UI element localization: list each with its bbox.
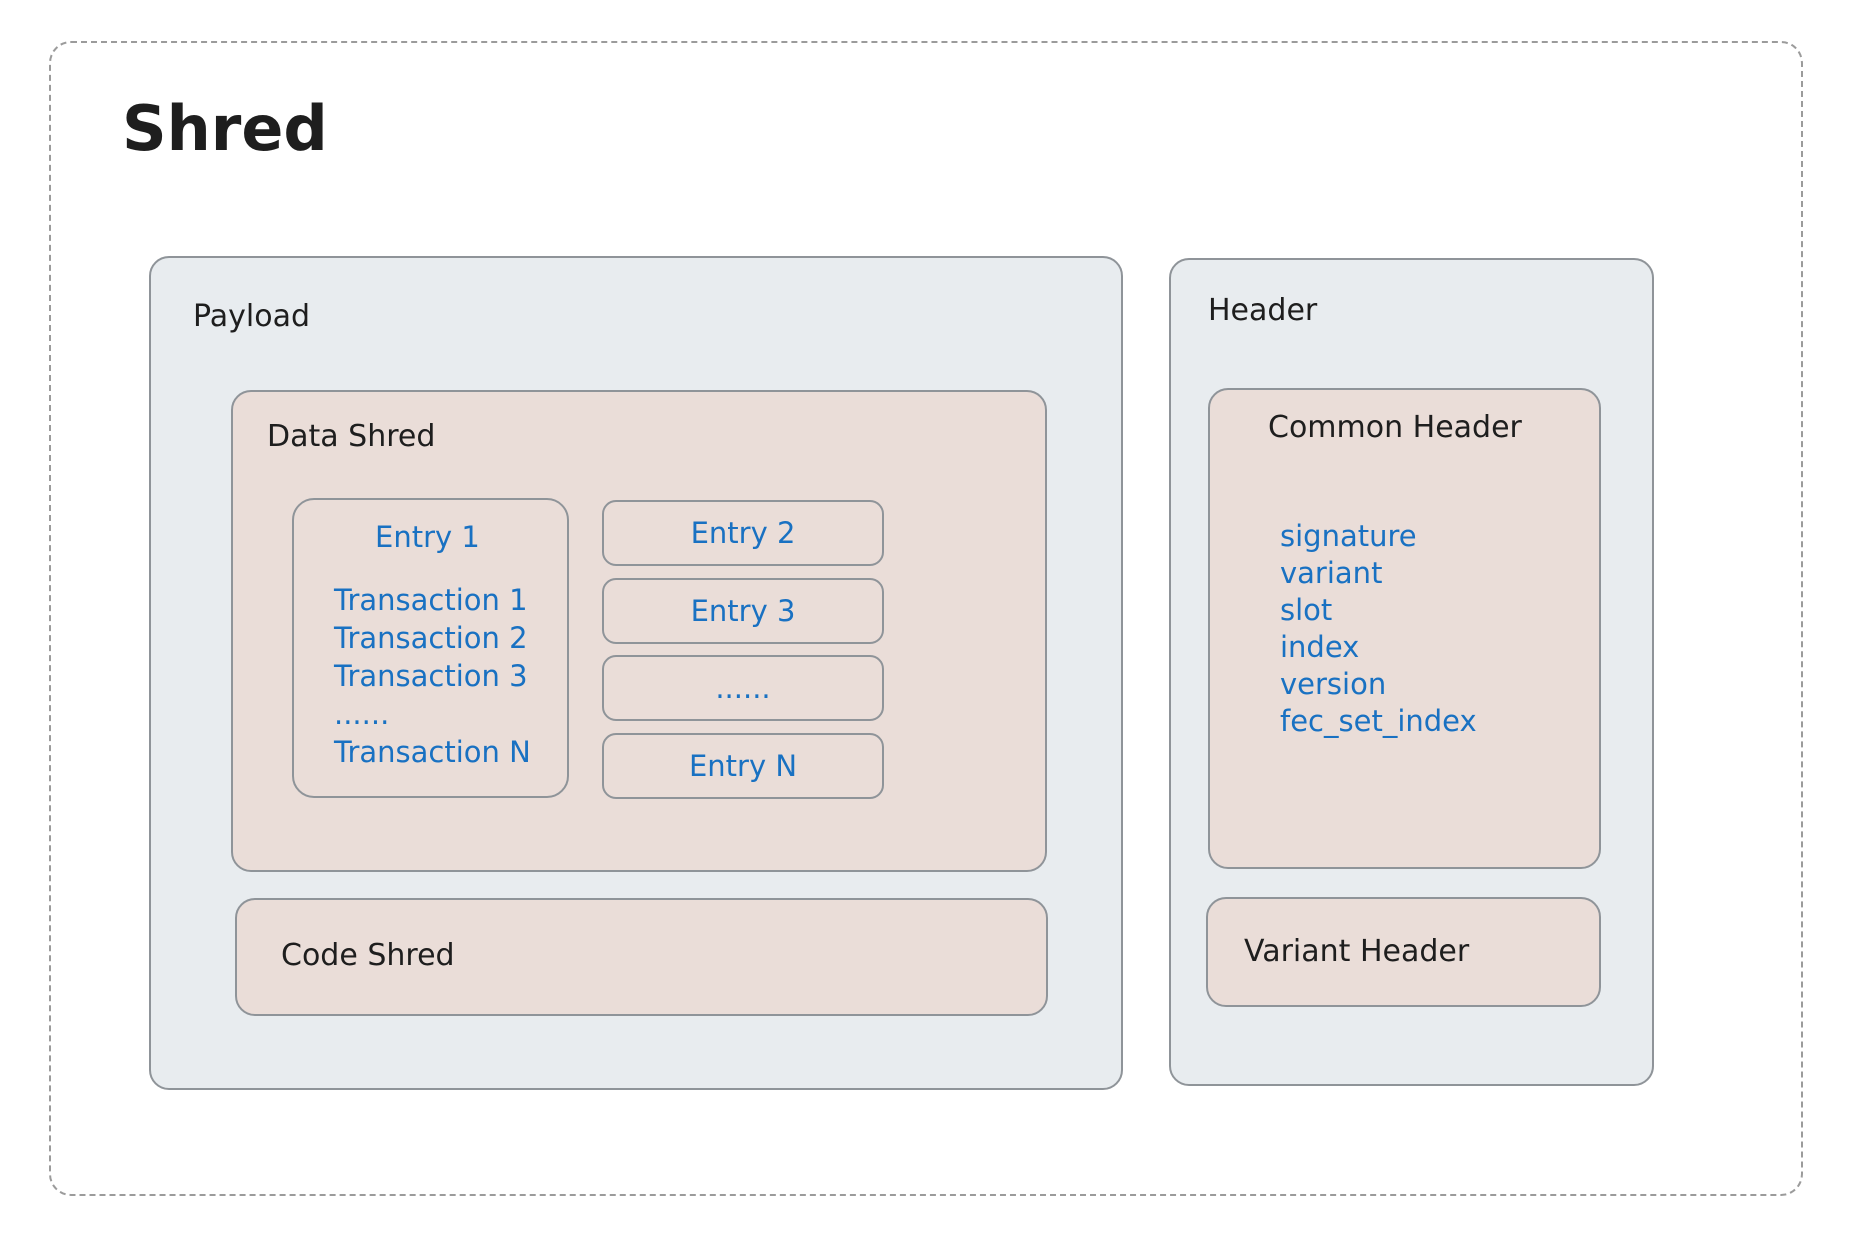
code-shred-box	[235, 898, 1048, 1016]
entry-1-box	[292, 498, 569, 798]
list-item: Transaction 1	[334, 583, 528, 617]
code-shred-label: Code Shred	[281, 938, 455, 973]
entry-box: ......	[602, 655, 884, 721]
list-item: version	[1280, 667, 1387, 701]
entry-box: Entry N	[602, 733, 884, 799]
shred-frame	[49, 41, 1803, 1196]
entry-label: ......	[715, 670, 771, 705]
list-item: index	[1280, 630, 1360, 664]
header-label: Header	[1208, 293, 1318, 328]
entry-box: Entry 3	[602, 578, 884, 644]
list-item: fec_set_index	[1280, 704, 1477, 738]
variant-header-label: Variant Header	[1244, 934, 1470, 969]
common-header-label: Common Header	[1268, 410, 1522, 445]
common-header-box	[1208, 388, 1601, 869]
diagram-title: Shred	[122, 92, 328, 165]
entry-box: Entry 2	[602, 500, 884, 566]
common-header-fields: signature variant slot index version fec…	[1280, 518, 1477, 740]
entry-label: Entry 2	[690, 515, 796, 550]
list-item: signature	[1280, 519, 1417, 553]
data-shred-label: Data Shred	[267, 419, 436, 454]
entry-1-label: Entry 1	[375, 520, 480, 554]
entry-label: Entry N	[688, 748, 798, 783]
list-item: variant	[1280, 556, 1383, 590]
list-item: Transaction N	[334, 735, 531, 769]
transaction-list: Transaction 1 Transaction 2 Transaction …	[334, 581, 531, 771]
list-item: Transaction 2	[334, 621, 528, 655]
payload-label: Payload	[193, 299, 310, 334]
list-item: ......	[334, 697, 390, 731]
list-item: Transaction 3	[334, 659, 528, 693]
variant-header-box	[1206, 897, 1601, 1007]
list-item: slot	[1280, 593, 1333, 627]
entry-label: Entry 3	[690, 593, 796, 628]
